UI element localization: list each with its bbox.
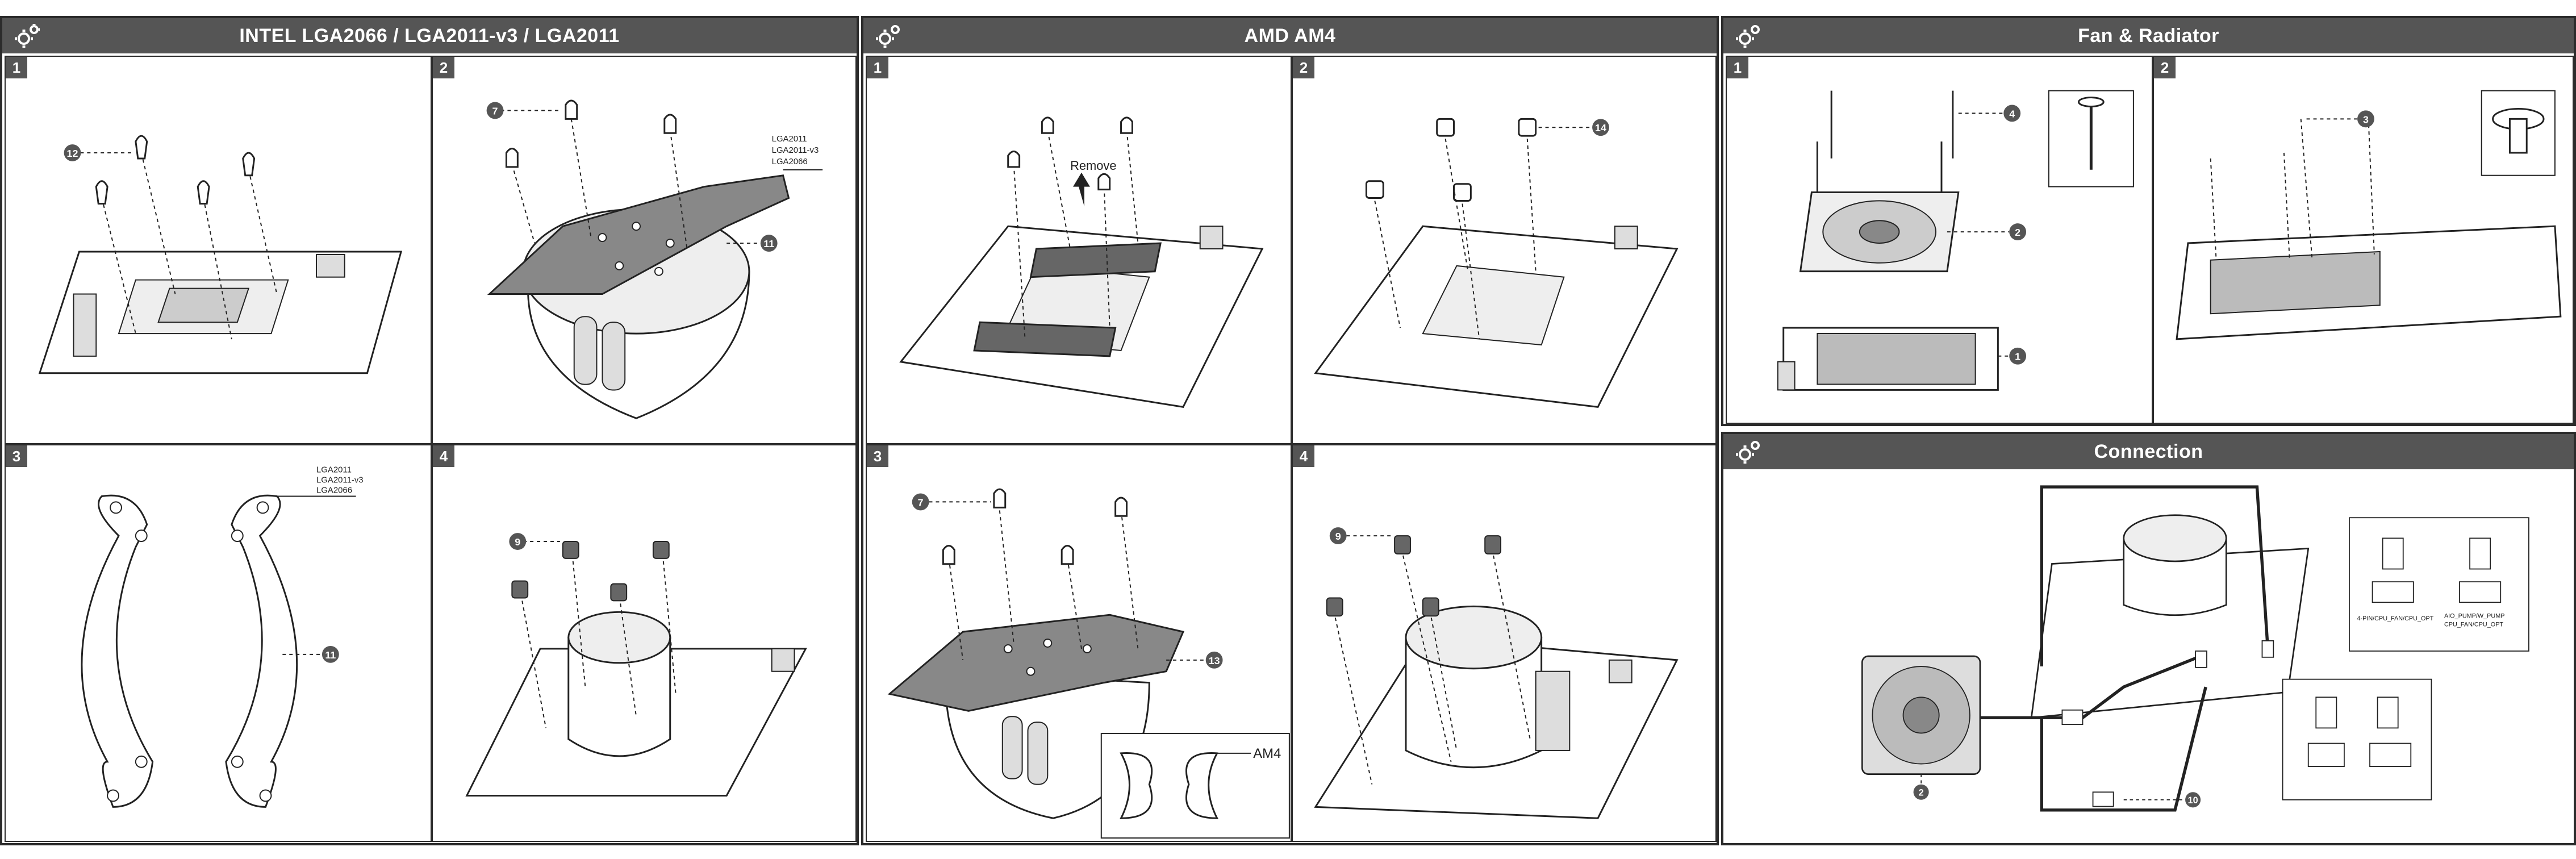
amd-step-2-illustration: 14: [1293, 57, 1715, 443]
callout-number: 10: [2188, 795, 2198, 806]
callout-number: 2: [2015, 227, 2020, 238]
gear-icon: [1732, 22, 1762, 51]
connection-section-title: Connection: [2094, 441, 2203, 463]
fan-step-2-panel: 2 3: [2153, 56, 2574, 424]
amd-step-1-panel: 1 Remove: [866, 56, 1292, 444]
intel-step-2-illustration: 7 11 LGA2011 LGA2011-v3 LGA2066: [433, 57, 855, 443]
connector-label: AIO_PUMP/W_PUMP: [2444, 612, 2505, 619]
callout-number: 2: [1919, 788, 1924, 798]
callout-number: 11: [325, 649, 336, 661]
amd-section-header: AMD AM4: [863, 18, 1717, 53]
intel-section: INTEL LGA2066 / LGA2011-v3 / LGA2011 1 1…: [0, 16, 859, 845]
gear-icon: [1732, 437, 1762, 467]
callout-number: 7: [492, 105, 498, 116]
callout-number: 3: [2363, 114, 2369, 125]
callout-number: 7: [918, 497, 924, 508]
intel-step-1-illustration: 12: [6, 57, 431, 443]
intel-step-4-panel: 4 9: [432, 444, 857, 842]
amd-step-3-panel: 3 7 13 AM4: [866, 444, 1292, 842]
callout-number: 4: [2009, 108, 2015, 119]
socket-label: LGA2011: [316, 466, 352, 475]
fan-connector-inset: [2283, 679, 2432, 800]
remove-label: Remove: [1070, 159, 1116, 173]
callout-number: 14: [1595, 122, 1606, 134]
amd-step-4-panel: 4 9: [1292, 444, 1717, 842]
callout-number: 13: [1209, 655, 1220, 666]
gear-icon: [11, 22, 41, 51]
callout-number: 11: [763, 238, 774, 249]
connector-label: 4-PIN/CPU_FAN/CPU_OPT: [2357, 615, 2433, 622]
callout-number: 12: [67, 148, 78, 159]
socket-label: LGA2066: [772, 157, 808, 166]
socket-label: LGA2011: [772, 135, 807, 144]
amd-step-2-panel: 2 14: [1292, 56, 1717, 444]
fan-radiator-section: Fan & Radiator 1 4 2: [1721, 16, 2576, 426]
intel-step-3-panel: 3 11 LGA2011 LGA2011-v3 LGA2066: [5, 444, 432, 842]
socket-label: LGA2066: [316, 486, 352, 495]
gear-icon: [872, 22, 902, 51]
amd-step-1-illustration: Remove: [867, 57, 1291, 443]
connection-section-header: Connection: [1723, 434, 2574, 469]
fan-radiator-section-header: Fan & Radiator: [1723, 18, 2574, 53]
amd-step-4-illustration: 9: [1293, 445, 1715, 841]
intel-step-1-panel: 1 12: [5, 56, 432, 444]
socket-label: LGA2011-v3: [316, 476, 364, 485]
am4-label: AM4: [1253, 746, 1281, 761]
callout-number: 9: [515, 536, 520, 548]
callout-number: 9: [1335, 531, 1341, 542]
fan-step-1-illustration: 4 2 1: [1727, 57, 2152, 423]
amd-section: AMD AM4 1 Remove 2: [861, 16, 1719, 845]
callout-number: 1: [2015, 351, 2020, 362]
intel-step-2-panel: 2 7 11 LGA2011 LGA2011-v3 LGA: [432, 56, 857, 444]
connection-section: Connection 4-PIN/CPU_FAN/CPU_OPT AIO_PUM…: [1721, 432, 2576, 845]
fan-step-1-panel: 1 4 2 1: [1726, 56, 2153, 424]
intel-step-4-illustration: 9: [433, 445, 855, 841]
intel-section-header: INTEL LGA2066 / LGA2011-v3 / LGA2011: [2, 18, 857, 53]
connector-label: CPU_FAN/CPU_OPT: [2444, 622, 2503, 628]
fan-radiator-section-title: Fan & Radiator: [2078, 25, 2219, 47]
amd-section-title: AMD AM4: [1245, 25, 1336, 47]
fan-step-2-illustration: 3: [2154, 57, 2573, 423]
amd-step-3-illustration: 7 13 AM4: [867, 445, 1291, 841]
intel-section-title: INTEL LGA2066 / LGA2011-v3 / LGA2011: [239, 25, 619, 47]
intel-step-3-illustration: 11 LGA2011 LGA2011-v3 LGA2066: [6, 445, 431, 841]
socket-label: LGA2011-v3: [772, 146, 819, 155]
connection-illustration: 4-PIN/CPU_FAN/CPU_OPT AIO_PUMP/W_PUMP CP…: [1723, 472, 2574, 841]
